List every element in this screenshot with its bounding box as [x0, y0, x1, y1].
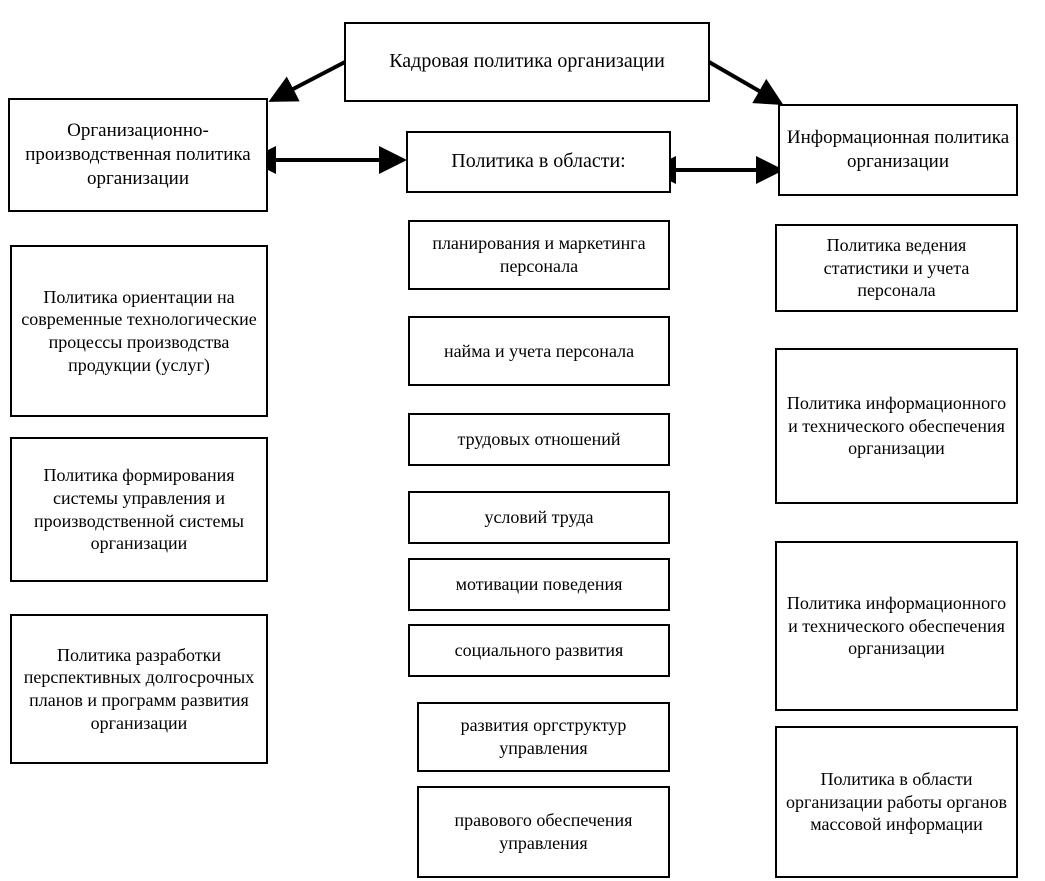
- node-center-item-4[interactable]: условий труда: [408, 491, 670, 544]
- node-right-item-3-label: Политика информационного и технического …: [786, 592, 1007, 659]
- node-center-item-7-label: развития оргструктур управления: [460, 715, 627, 758]
- node-right-item-2[interactable]: Политика информационного и технического …: [775, 348, 1018, 504]
- node-root[interactable]: Кадровая политика организации: [344, 22, 710, 102]
- node-left-item-3[interactable]: Политика разработки перспективных долгос…: [10, 614, 268, 764]
- node-center-item-2-label: найма и учета персонала: [443, 340, 635, 361]
- node-center-item-1[interactable]: планирования и маркетинга персонала: [408, 220, 670, 290]
- node-root-label: Кадровая политика организации: [389, 50, 665, 73]
- node-center-item-3[interactable]: трудовых отношений: [408, 413, 670, 466]
- node-left-head-label: Организационно-производственная политика…: [25, 120, 251, 189]
- node-center-item-4-label: условий труда: [484, 507, 594, 528]
- node-center-item-8-label: правового обеспечения управления: [454, 810, 633, 853]
- node-left-item-2[interactable]: Политика формирования системы управления…: [10, 437, 268, 582]
- node-center-item-6[interactable]: социального развития: [408, 624, 670, 677]
- node-left-item-1[interactable]: Политика ориентации на современные техно…: [10, 245, 268, 417]
- node-center-item-5-label: мотивации поведения: [455, 574, 623, 595]
- node-center-item-2[interactable]: найма и учета персонала: [408, 316, 670, 386]
- node-right-item-2-label: Политика информационного и технического …: [786, 392, 1007, 459]
- node-center-item-6-label: социального развития: [454, 640, 624, 661]
- node-right-item-1-label: Политика ведения статистики и учета перс…: [823, 234, 970, 301]
- node-center-item-8[interactable]: правового обеспечения управления: [417, 786, 670, 878]
- node-right-head-label: Информационная политика организации: [786, 127, 1010, 172]
- connector-root-to-right: [707, 60, 784, 106]
- node-center-head-label: Политика в области:: [451, 150, 626, 173]
- node-right-head[interactable]: Информационная политика организации: [778, 104, 1018, 196]
- node-center-item-7[interactable]: развития оргструктур управления: [417, 702, 670, 772]
- connector-root-to-left: [268, 60, 346, 102]
- node-left-head[interactable]: Организационно-производственная политика…: [8, 98, 268, 212]
- node-center-item-3-label: трудовых отношений: [457, 429, 621, 450]
- node-left-item-2-label: Политика формирования системы управления…: [34, 465, 244, 554]
- node-left-item-1-label: Политика ориентации на современные техно…: [21, 286, 257, 375]
- node-right-item-4[interactable]: Политика в области организации работы ор…: [775, 726, 1018, 878]
- node-center-item-5[interactable]: мотивации поведения: [408, 558, 670, 611]
- node-right-item-3[interactable]: Политика информационного и технического …: [775, 541, 1018, 711]
- node-right-item-4-label: Политика в области организации работы ор…: [785, 768, 1007, 835]
- node-right-item-1[interactable]: Политика ведения статистики и учета перс…: [775, 224, 1018, 312]
- node-center-head[interactable]: Политика в области:: [406, 131, 671, 193]
- node-center-item-1-label: планирования и маркетинга персонала: [432, 233, 646, 276]
- node-left-item-3-label: Политика разработки перспективных долгос…: [23, 644, 255, 733]
